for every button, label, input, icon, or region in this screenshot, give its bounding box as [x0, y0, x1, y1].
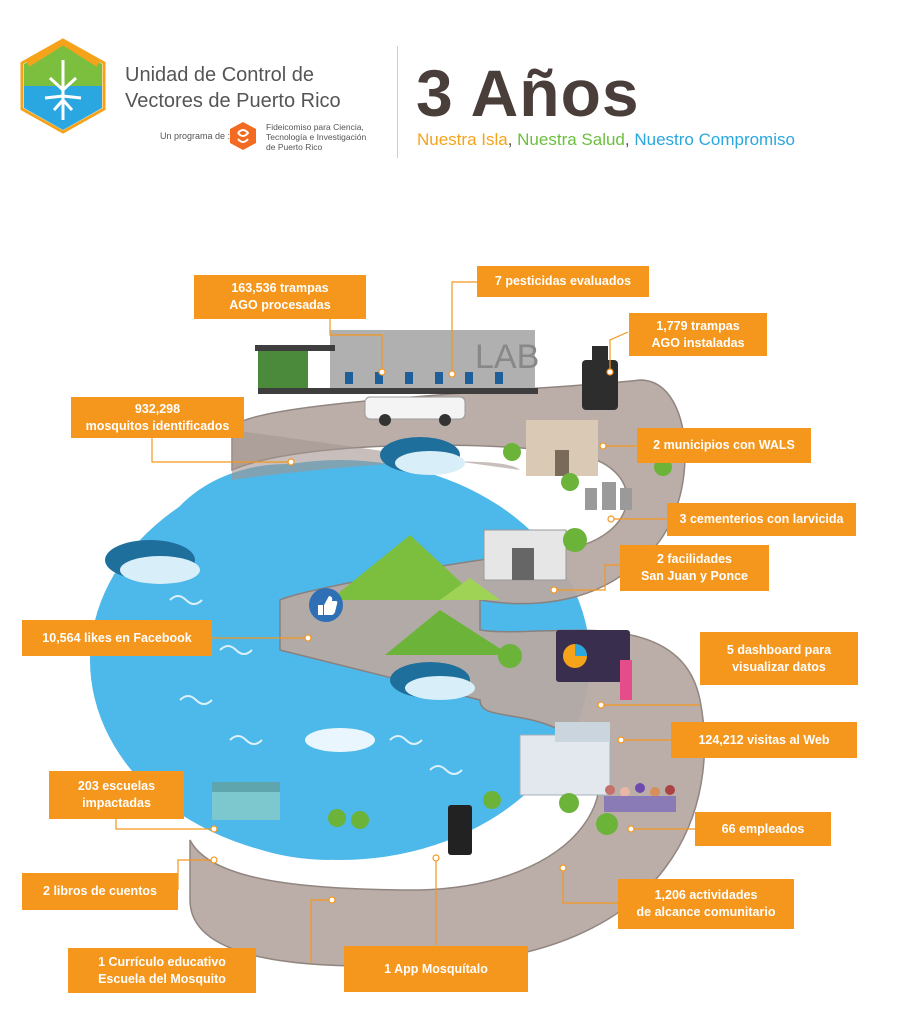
header-divider	[397, 46, 398, 158]
tagline-sep-2: ,	[624, 130, 635, 149]
stat-mosquitos: 932,298 mosquitos identificados	[71, 397, 244, 438]
connector-lines	[115, 281, 700, 963]
stat-trampas-procesadas: 163,536 trampas AGO procesadas	[194, 275, 366, 319]
stat-pesticidas: 7 pesticidas evaluados	[477, 266, 649, 297]
tagline-part-2: Nuestra Salud	[517, 130, 625, 149]
program-label: Un programa de :	[160, 131, 231, 141]
tagline-part-3: Nuestro Compromiso	[634, 130, 795, 149]
dashboard-screen	[556, 630, 632, 700]
tagline: Nuestra Isla, Nuestra Salud, Nuestro Com…	[417, 130, 795, 150]
stat-likes: 10,564 likes en Facebook	[22, 620, 212, 656]
trees	[328, 443, 672, 835]
stat-libros: 2 libros de cuentos	[22, 873, 178, 910]
org-name: Unidad de Control de Vectores de Puerto …	[125, 64, 341, 112]
stat-curriculo: 1 Currículo educativo Escuela del Mosqui…	[68, 948, 256, 993]
hills	[330, 535, 510, 655]
trust-name: Fideicomiso para Ciencia, Tecnología e I…	[266, 122, 367, 152]
fideicomiso-logo-icon	[230, 122, 256, 150]
stat-app: 1 App Mosquítalo	[344, 946, 528, 992]
stat-trampas-instaladas: 1,779 trampas AGO instaladas	[629, 313, 767, 356]
stat-municipios: 2 municipios con WALS	[637, 428, 811, 463]
stat-dashboard: 5 dashboard para visualizar datos	[700, 632, 858, 685]
page-title: 3 Años	[416, 56, 640, 130]
app-phone	[448, 805, 472, 855]
connector-dots	[210, 368, 635, 904]
stat-visitas: 124,212 visitas al Web	[671, 722, 857, 758]
clouds	[105, 437, 475, 752]
mosquito-hexagon-logo	[20, 38, 106, 134]
stat-facilidades: 2 facilidades San Juan y Ponce	[620, 545, 769, 591]
lab-building	[255, 330, 538, 394]
van	[364, 396, 466, 426]
tagline-part-1: Nuestra Isla	[417, 130, 508, 149]
tagline-sep-1: ,	[507, 130, 518, 149]
stat-empleados: 66 empleados	[695, 812, 831, 846]
stat-cementerios: 3 cementerios con larvicida	[667, 503, 856, 536]
employees-crowd	[604, 783, 676, 812]
cemetery	[585, 482, 632, 510]
stat-actividades: 1,206 actividades de alcance comunitario	[618, 879, 794, 929]
trap-bucket	[582, 346, 618, 410]
municipal-building	[526, 420, 598, 476]
office-building	[519, 722, 611, 796]
facility-building	[483, 529, 567, 581]
lab-sign: LAB	[475, 338, 539, 376]
stat-escuelas: 203 escuelas impactadas	[49, 771, 184, 819]
facebook-like-icon	[309, 588, 343, 622]
school-building	[212, 782, 280, 820]
